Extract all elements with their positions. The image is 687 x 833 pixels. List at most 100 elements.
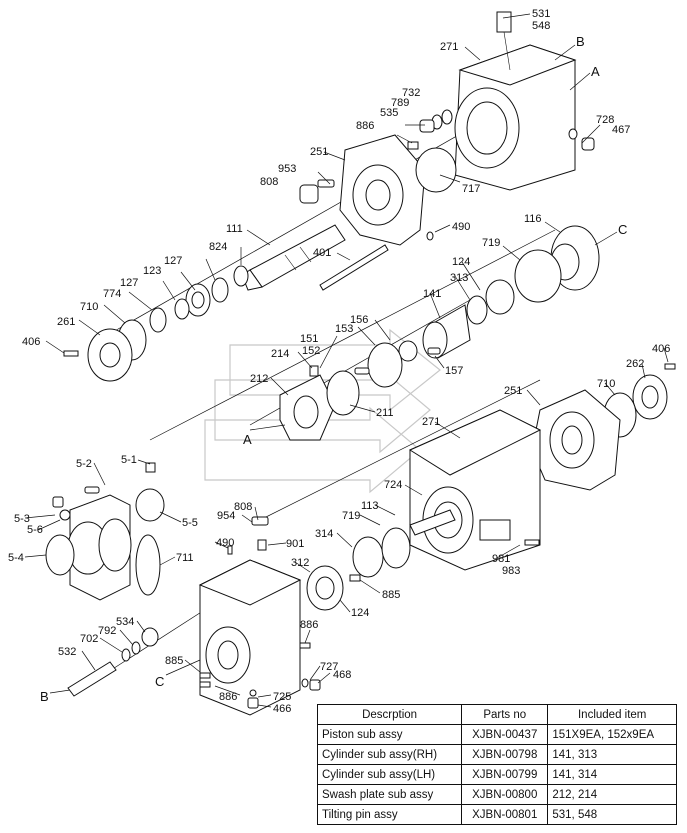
table-row: Cylinder sub assy(LH) XJBN-00799 141, 31… bbox=[316, 764, 677, 785]
label-123: 123 bbox=[143, 265, 161, 277]
cell-included-item: 212, 214 bbox=[547, 784, 677, 805]
small-plugs-lower bbox=[199, 642, 321, 709]
label-728: 728 bbox=[596, 114, 614, 126]
label-886: 886 bbox=[219, 691, 237, 703]
label-406: 406 bbox=[652, 343, 670, 355]
label-702: 702 bbox=[80, 633, 98, 645]
label-774: 774 bbox=[103, 288, 121, 300]
label-824: 824 bbox=[209, 241, 227, 253]
seal-rings-732-789 bbox=[407, 109, 595, 151]
label-113: 113 bbox=[361, 500, 379, 512]
label-124: 124 bbox=[452, 256, 470, 268]
label-719: 719 bbox=[342, 510, 360, 522]
shaft-113 bbox=[409, 509, 456, 536]
gear-116 bbox=[514, 225, 600, 303]
label-724: 724 bbox=[384, 479, 402, 491]
label-214: 214 bbox=[271, 348, 289, 360]
swash-plate-212 bbox=[279, 365, 360, 441]
cell-description: Cylinder sub assy(LH) bbox=[316, 764, 463, 785]
label-532: 532 bbox=[58, 646, 76, 658]
label-157: 157 bbox=[445, 365, 463, 377]
cell-included-item: 531, 548 bbox=[547, 804, 677, 825]
label-271: 271 bbox=[440, 41, 458, 53]
cell-included-item: 151X9EA, 152x9EA bbox=[547, 724, 677, 745]
label-789: 789 bbox=[391, 97, 409, 109]
label-727: 727 bbox=[320, 661, 338, 673]
label-710: 710 bbox=[80, 301, 98, 313]
label-808: 808 bbox=[260, 176, 278, 188]
label-490: 490 bbox=[216, 537, 234, 549]
label-792: 792 bbox=[98, 625, 116, 637]
label-954: 954 bbox=[217, 510, 235, 522]
cylinder-block-124-lower bbox=[306, 565, 361, 611]
label-981: 981 bbox=[492, 553, 510, 565]
cell-description: Tilting pin assy bbox=[316, 804, 463, 825]
column-header-description: Descrption bbox=[316, 704, 463, 725]
label-5-1: 5-1 bbox=[121, 454, 137, 466]
label-719: 719 bbox=[482, 237, 500, 249]
label-251: 251 bbox=[310, 146, 328, 158]
label-251: 251 bbox=[504, 385, 522, 397]
label-534: 534 bbox=[116, 616, 134, 628]
pump-housing-271-top bbox=[454, 11, 577, 191]
label-152: 152 bbox=[302, 345, 320, 357]
label-leaders bbox=[24, 13, 669, 708]
label-C: C bbox=[618, 222, 627, 237]
label-5-2: 5-2 bbox=[76, 458, 92, 470]
cell-description: Cylinder sub assy(RH) bbox=[316, 744, 463, 765]
cell-included-item: 141, 313 bbox=[547, 744, 677, 765]
parts-table: Descrption Parts no Included item Piston… bbox=[316, 704, 677, 825]
label-885: 885 bbox=[382, 589, 400, 601]
label-A: A bbox=[243, 432, 252, 447]
cell-description: Piston sub assy bbox=[316, 724, 463, 745]
label-5-5: 5-5 bbox=[182, 517, 198, 529]
label-732: 732 bbox=[402, 87, 420, 99]
label-725: 725 bbox=[273, 691, 291, 703]
table-row: Tilting pin assy XJBN-00801 531, 548 bbox=[316, 804, 677, 825]
label-467: 467 bbox=[612, 124, 630, 136]
label-314: 314 bbox=[315, 528, 333, 540]
label-312: 312 bbox=[291, 557, 309, 569]
cell-parts-no: XJBN-00799 bbox=[461, 764, 549, 785]
column-header-included-item: Included item bbox=[547, 704, 677, 725]
label-886: 886 bbox=[300, 619, 318, 631]
cell-parts-no: XJBN-00437 bbox=[461, 724, 549, 745]
regulator-block bbox=[198, 516, 302, 716]
label-5-3: 5-3 bbox=[14, 513, 30, 525]
label-141: 141 bbox=[423, 288, 441, 300]
end-cover-251-top bbox=[299, 134, 457, 246]
label-983: 983 bbox=[502, 565, 520, 577]
label-886: 886 bbox=[356, 120, 374, 132]
part-number-labels: 531 548 271 B A 732 789 535 728 467 886 … bbox=[8, 8, 670, 715]
label-710: 710 bbox=[597, 378, 615, 390]
label-116: 116 bbox=[524, 213, 542, 225]
label-901: 901 bbox=[286, 538, 304, 550]
label-127: 127 bbox=[164, 255, 182, 267]
label-B: B bbox=[576, 34, 585, 49]
label-111: 111 bbox=[226, 223, 243, 235]
label-B: B bbox=[40, 689, 49, 704]
label-490: 490 bbox=[452, 221, 470, 233]
label-468: 468 bbox=[333, 669, 351, 681]
label-262: 262 bbox=[626, 358, 644, 370]
label-156: 156 bbox=[350, 314, 368, 326]
label-711: 711 bbox=[176, 552, 194, 564]
label-535: 535 bbox=[380, 107, 398, 119]
label-808: 808 bbox=[234, 501, 252, 513]
label-212: 212 bbox=[250, 373, 268, 385]
valve-plate-314 bbox=[352, 527, 411, 578]
label-271: 271 bbox=[422, 416, 440, 428]
label-261: 261 bbox=[57, 316, 75, 328]
cell-parts-no: XJBN-00800 bbox=[461, 784, 549, 805]
label-406: 406 bbox=[22, 336, 40, 348]
label-153: 153 bbox=[335, 323, 353, 335]
cover-plate-261 bbox=[63, 328, 133, 382]
pump-housing-271-lower bbox=[408, 409, 542, 571]
label-531: 531 bbox=[532, 8, 550, 20]
label-466: 466 bbox=[273, 703, 291, 715]
label-211: 211 bbox=[376, 407, 394, 419]
label-A: A bbox=[591, 64, 600, 79]
pin-401 bbox=[319, 244, 389, 291]
